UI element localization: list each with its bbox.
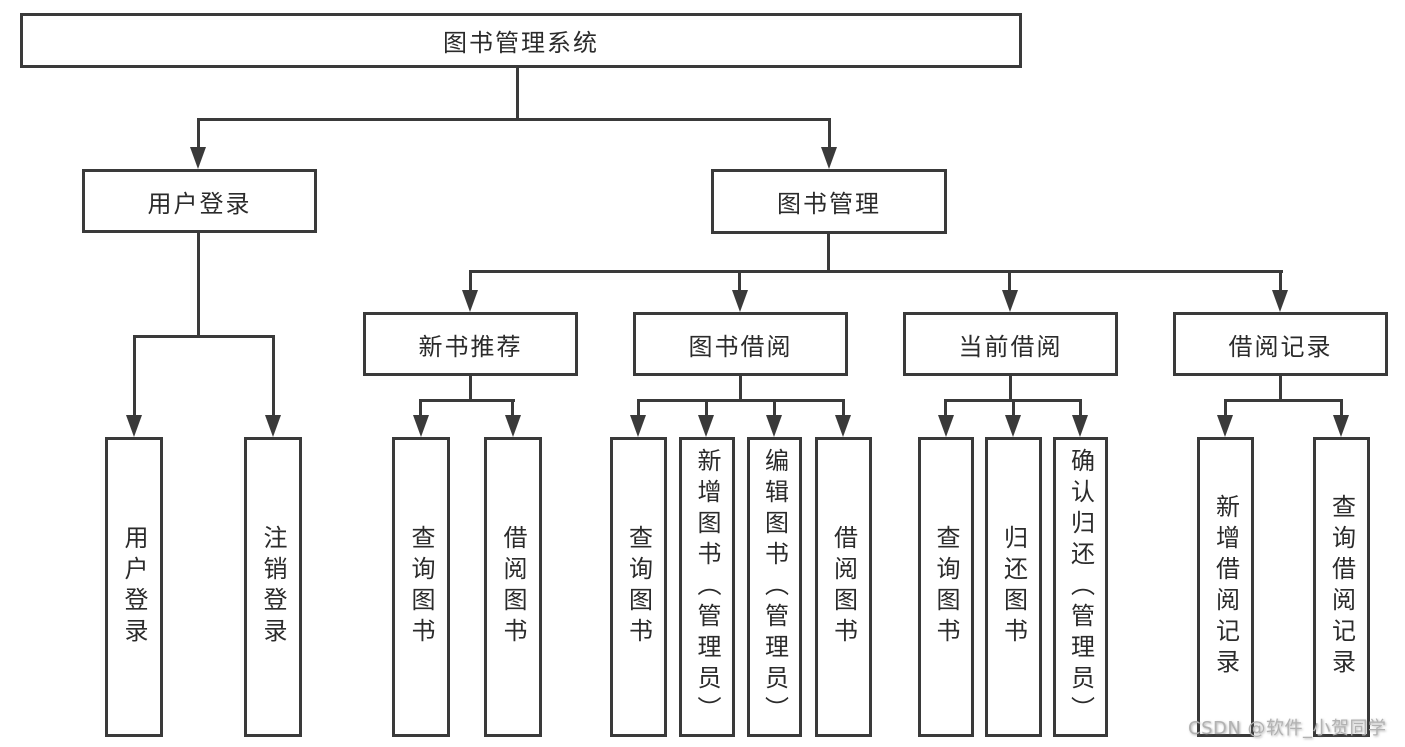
connector-arrow-stem-cb-query bbox=[944, 399, 947, 417]
arrowhead-nb-query bbox=[413, 415, 429, 437]
connector-arrow-stem-nb-query bbox=[419, 399, 422, 417]
leaf-bb-edit-label: 编辑图书（管理员） bbox=[760, 447, 789, 727]
arrowhead-bb-query bbox=[630, 415, 646, 437]
node-records-label: 借阅记录 bbox=[1228, 332, 1333, 361]
leaf-br-query: 查询借阅记录 bbox=[1313, 437, 1370, 737]
connector-arrow-stem-br-add bbox=[1224, 399, 1227, 417]
connector-arrow-stem-leaf-login bbox=[133, 335, 136, 417]
arrowhead-cb-return bbox=[1005, 415, 1021, 437]
connector-arrow-stem-current bbox=[1008, 270, 1011, 292]
connector-records-stem bbox=[1279, 376, 1282, 402]
arrowhead-nb-borrow bbox=[505, 415, 521, 437]
connector-login-group-hline bbox=[133, 335, 275, 338]
node-borrow: 图书借阅 bbox=[633, 312, 848, 376]
arrowhead-mgmt bbox=[821, 147, 837, 169]
connector-arrow-stem-cb-confirm bbox=[1079, 399, 1082, 417]
node-newbook: 新书推荐 bbox=[363, 312, 578, 376]
leaf-bb-query: 查询图书 bbox=[610, 437, 667, 737]
leaf-bb-add-label: 新增图书（管理员） bbox=[693, 447, 721, 727]
leaf-cb-confirm-label: 确认归还（管理员） bbox=[1066, 447, 1095, 727]
node-mgmt-group-label: 图书管理 bbox=[777, 190, 881, 218]
connector-arrow-stem-cb-return bbox=[1012, 399, 1015, 417]
node-records: 借阅记录 bbox=[1173, 312, 1388, 376]
leaf-nb-borrow: 借阅图书 bbox=[484, 437, 542, 737]
connector-borrow-hline bbox=[637, 399, 845, 402]
leaf-bb-borrow: 借阅图书 bbox=[815, 437, 872, 737]
connector-arrow-stem-mgmt bbox=[828, 118, 831, 150]
connector-level2-hline bbox=[197, 118, 831, 121]
arrowhead-bb-add bbox=[698, 415, 714, 437]
arrowhead-login bbox=[190, 147, 206, 169]
arrowhead-borrow bbox=[732, 290, 748, 312]
arrowhead-leaf-logout bbox=[265, 415, 281, 437]
arrowhead-cb-confirm bbox=[1072, 415, 1088, 437]
leaf-bb-borrow-label: 借阅图书 bbox=[829, 525, 858, 649]
leaf-bb-query-label: 查询图书 bbox=[624, 525, 653, 649]
arrowhead-cb-query bbox=[938, 415, 954, 437]
leaf-bb-add: 新增图书（管理员） bbox=[679, 437, 735, 737]
arrowhead-br-query bbox=[1333, 415, 1349, 437]
node-borrow-label: 图书借阅 bbox=[688, 332, 793, 361]
arrowhead-records bbox=[1272, 290, 1288, 312]
node-root-label: 图书管理系统 bbox=[443, 29, 599, 57]
connector-arrow-stem-bb-query bbox=[637, 399, 640, 417]
leaf-login: 用户登录 bbox=[105, 437, 163, 737]
leaf-logout: 注销登录 bbox=[244, 437, 302, 737]
watermark: CSDN @软件_小贺同学 bbox=[1188, 718, 1387, 739]
connector-newbook-stem bbox=[469, 376, 472, 402]
leaf-cb-confirm: 确认归还（管理员） bbox=[1053, 437, 1108, 737]
node-current-label: 当前借阅 bbox=[958, 332, 1063, 361]
connector-arrow-stem-newbook bbox=[469, 270, 472, 292]
leaf-nb-query: 查询图书 bbox=[392, 437, 450, 737]
connector-current-stem bbox=[1009, 376, 1012, 402]
arrowhead-bb-edit bbox=[766, 415, 782, 437]
arrowhead-leaf-login bbox=[126, 415, 142, 437]
leaf-cb-query-label: 查询图书 bbox=[932, 525, 960, 649]
node-mgmt-group: 图书管理 bbox=[711, 169, 947, 234]
connector-arrow-stem-br-query bbox=[1340, 399, 1343, 417]
arrowhead-current bbox=[1002, 290, 1018, 312]
leaf-bb-edit: 编辑图书（管理员） bbox=[747, 437, 802, 737]
connector-arrow-stem-borrow bbox=[738, 270, 741, 292]
connector-arrow-stem-bb-edit bbox=[773, 399, 776, 417]
arrowhead-bb-borrow bbox=[835, 415, 851, 437]
leaf-cb-return-label: 归还图书 bbox=[999, 525, 1028, 649]
node-login-group-label: 用户登录 bbox=[147, 189, 252, 218]
connector-arrow-stem-bb-add bbox=[705, 399, 708, 417]
node-newbook-label: 新书推荐 bbox=[418, 332, 523, 361]
connector-arrow-stem-leaf-logout bbox=[272, 335, 275, 417]
connector-arrow-stem-records bbox=[1279, 270, 1282, 292]
leaf-login-label: 用户登录 bbox=[120, 525, 148, 649]
connector-level3-hline bbox=[469, 270, 1283, 273]
connector-borrow-stem bbox=[739, 376, 742, 402]
connector-mgmt-group-stem bbox=[827, 234, 830, 272]
arrowhead-newbook bbox=[462, 290, 478, 312]
connector-login-group-stem bbox=[197, 233, 200, 337]
leaf-cb-return: 归还图书 bbox=[985, 437, 1042, 737]
node-root: 图书管理系统 bbox=[20, 13, 1022, 68]
connector-records-hline bbox=[1224, 399, 1343, 402]
leaf-br-query-label: 查询借阅记录 bbox=[1327, 494, 1356, 680]
connector-root-stem bbox=[516, 68, 519, 118]
connector-arrow-stem-bb-borrow bbox=[842, 399, 845, 417]
connector-arrow-stem-login bbox=[197, 118, 200, 150]
leaf-br-add-label: 新增借阅记录 bbox=[1211, 494, 1240, 680]
node-current: 当前借阅 bbox=[903, 312, 1118, 376]
leaf-br-add: 新增借阅记录 bbox=[1197, 437, 1254, 737]
leaf-nb-query-label: 查询图书 bbox=[407, 525, 435, 649]
node-login-group: 用户登录 bbox=[82, 169, 317, 233]
arrowhead-br-add bbox=[1217, 415, 1233, 437]
leaf-logout-label: 注销登录 bbox=[259, 525, 287, 649]
connector-arrow-stem-nb-borrow bbox=[511, 399, 514, 417]
connector-newbook-hline bbox=[419, 399, 515, 402]
leaf-nb-borrow-label: 借阅图书 bbox=[499, 525, 527, 649]
leaf-cb-query: 查询图书 bbox=[918, 437, 974, 737]
